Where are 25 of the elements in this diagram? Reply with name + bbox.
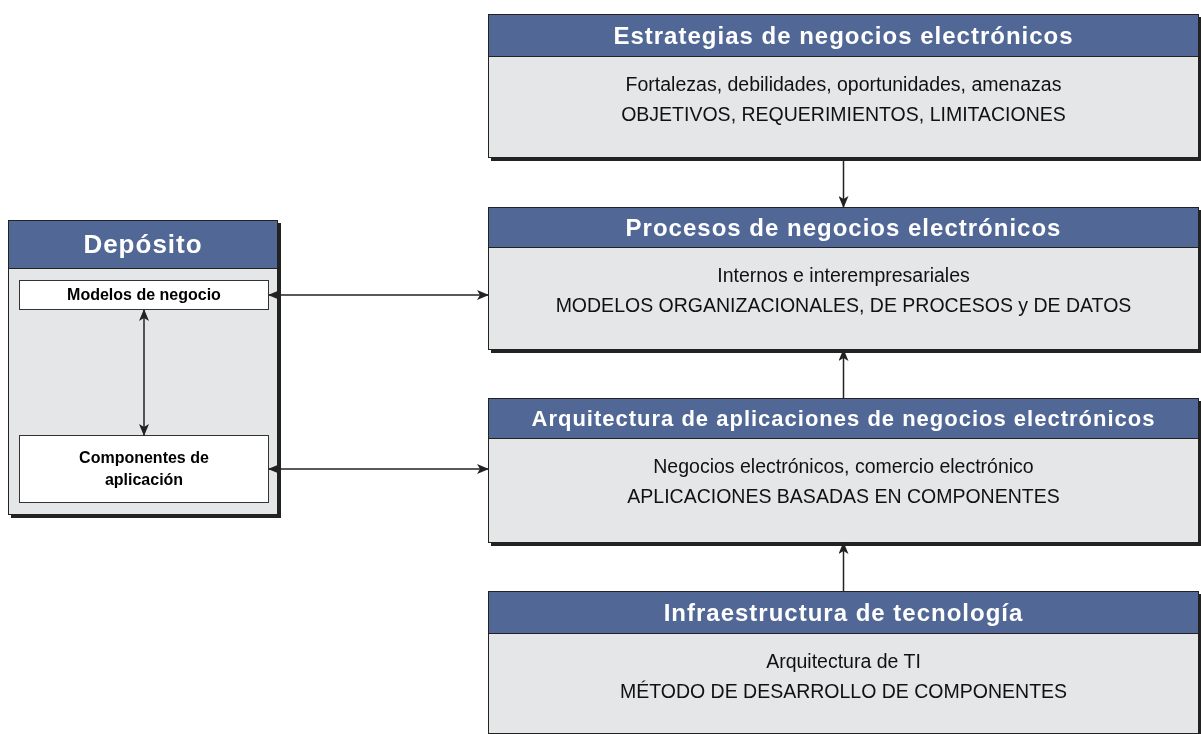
box-text: MÉTODO DE DESARROLLO DE COMPONENTES	[619, 679, 1068, 704]
box-text: Fortalezas, debilidades, oportunidades, amenazas	[625, 72, 1062, 97]
layer-box	[488, 591, 1199, 734]
box-text: MODELOS ORGANIZACIONALES, DE PROCESOS y DE DATOS	[555, 293, 1132, 318]
layer-box	[488, 207, 1199, 350]
box-header: Depósito	[9, 221, 277, 269]
arrow	[268, 464, 489, 474]
box-text: Arquitectura de TI	[766, 649, 921, 674]
box-header: Estrategias de negocios electrónicos	[489, 15, 1198, 57]
arrow	[268, 290, 489, 300]
box-text: Negocios electrónicos, comercio electrónico	[653, 454, 1034, 479]
box-text: APLICACIONES BASADAS EN COMPONENTES	[627, 484, 1060, 509]
component-box	[19, 435, 269, 503]
box-text: OBJETIVOS, REQUERIMIENTOS, LIMITACIONES	[621, 102, 1066, 127]
box-header: Infraestructura de tecnología	[489, 592, 1198, 634]
box-text: Internos e interempresariales	[717, 263, 970, 288]
box-header: Arquitectura de aplicaciones de negocios electrónicos	[489, 399, 1198, 439]
layer-box	[488, 14, 1199, 158]
layer-box	[8, 220, 278, 515]
arrow	[139, 309, 149, 436]
layer-box	[488, 398, 1199, 543]
box-header: Procesos de negocios electrónicos	[489, 208, 1198, 248]
box-label: Componentes de aplicación	[78, 448, 210, 490]
box-label: Modelos de negocio	[67, 285, 221, 305]
component-box	[19, 280, 269, 310]
